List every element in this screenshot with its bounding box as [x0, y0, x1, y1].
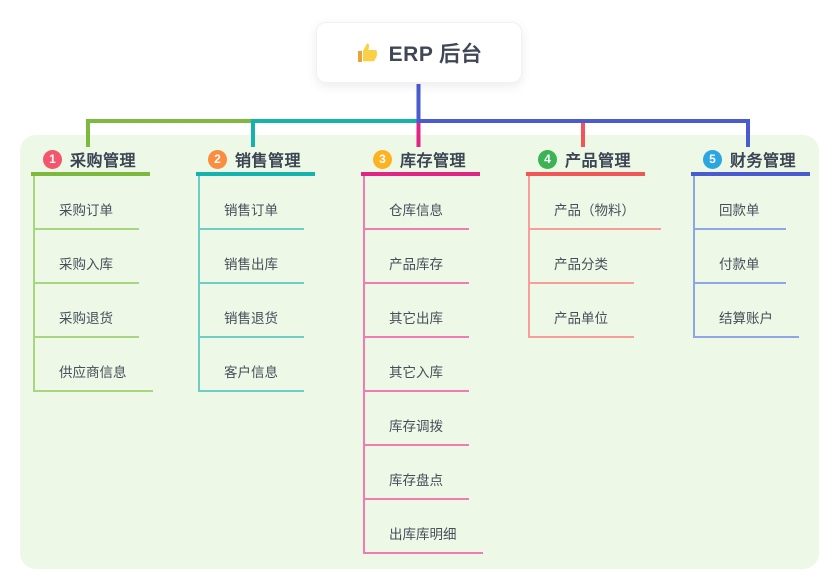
child-row: 产品（物料） [530, 176, 661, 230]
child-node[interactable]: 回款单 [695, 199, 786, 230]
branch-connector-5 [420, 119, 750, 147]
branch-3: 3 库存管理仓库信息产品库存其它出库其它入库库存调拨库存盘点出库库明细 [361, 146, 483, 554]
root-node-erp[interactable]: ERP 后台 [316, 22, 522, 83]
child-row: 产品库存 [365, 230, 483, 284]
child-node[interactable]: 采购入库 [35, 253, 139, 284]
child-node[interactable]: 其它入库 [365, 361, 469, 392]
branch-number-badge: 1 [43, 149, 62, 169]
branch-children: 回款单付款单结算账户 [693, 176, 810, 338]
branch-node-3[interactable]: 3 库存管理 [361, 146, 480, 176]
child-node[interactable]: 出库库明细 [365, 523, 483, 554]
branch-number-badge: 5 [703, 149, 722, 169]
child-node[interactable]: 结算账户 [695, 307, 799, 338]
child-node[interactable]: 付款单 [695, 253, 786, 284]
branch-number-badge: 2 [208, 149, 227, 169]
child-node[interactable]: 供应商信息 [35, 361, 153, 392]
child-row: 采购订单 [35, 176, 153, 230]
branch-5: 5 财务管理回款单付款单结算账户 [691, 146, 810, 338]
branch-connector-4 [420, 119, 585, 147]
branch-number-badge: 4 [538, 149, 557, 169]
child-row: 结算账户 [695, 284, 810, 338]
branch-children: 销售订单销售出库销售退货客户信息 [198, 176, 315, 392]
child-row: 回款单 [695, 176, 810, 230]
child-row: 销售出库 [200, 230, 315, 284]
branch-title: 采购管理 [70, 153, 137, 170]
branch-node-2[interactable]: 2 销售管理 [196, 146, 315, 176]
child-row: 销售退货 [200, 284, 315, 338]
child-node[interactable]: 采购退货 [35, 307, 139, 338]
branch-node-5[interactable]: 5 财务管理 [691, 146, 810, 176]
child-row: 其它入库 [365, 338, 483, 392]
child-node[interactable]: 客户信息 [200, 361, 304, 392]
branch-4: 4 产品管理产品（物料） 产品分类产品单位 [526, 146, 661, 338]
child-node[interactable]: 销售订单 [200, 199, 304, 230]
child-row: 采购退货 [35, 284, 153, 338]
branch-title: 库存管理 [400, 153, 467, 170]
branch-title: 产品管理 [565, 153, 632, 170]
child-node[interactable]: 库存调拨 [365, 415, 469, 446]
branch-children: 采购订单采购入库采购退货供应商信息 [33, 176, 153, 392]
child-node[interactable]: 销售退货 [200, 307, 304, 338]
child-node[interactable]: 产品（物料） [530, 199, 661, 230]
child-node[interactable]: 产品库存 [365, 253, 469, 284]
child-row: 付款单 [695, 230, 810, 284]
child-row: 库存盘点 [365, 446, 483, 500]
child-node[interactable]: 仓库信息 [365, 199, 469, 230]
child-row: 销售订单 [200, 176, 315, 230]
child-node[interactable]: 产品单位 [530, 307, 634, 338]
branch-1: 1 采购管理采购订单采购入库采购退货供应商信息 [31, 146, 153, 392]
child-row: 产品单位 [530, 284, 661, 338]
child-row: 采购入库 [35, 230, 153, 284]
branch-node-1[interactable]: 1 采购管理 [31, 146, 150, 176]
branch-node-4[interactable]: 4 产品管理 [526, 146, 645, 176]
child-node[interactable]: 库存盘点 [365, 469, 469, 500]
thumbs-up-icon [357, 43, 377, 62]
branch-title: 财务管理 [730, 153, 797, 170]
branch-title: 销售管理 [235, 153, 302, 170]
child-row: 出库库明细 [365, 500, 483, 554]
branch-children: 产品（物料） 产品分类产品单位 [528, 176, 661, 338]
child-row: 仓库信息 [365, 176, 483, 230]
child-row: 库存调拨 [365, 392, 483, 446]
child-row: 产品分类 [530, 230, 661, 284]
branch-number-badge: 3 [373, 149, 392, 169]
root-node-title: ERP 后台 [388, 42, 483, 66]
child-node[interactable]: 采购订单 [35, 199, 139, 230]
mindmap-background-panel [20, 135, 819, 569]
child-node[interactable]: 其它出库 [365, 307, 469, 338]
child-row: 客户信息 [200, 338, 315, 392]
child-node[interactable]: 产品分类 [530, 253, 634, 284]
child-row: 供应商信息 [35, 338, 153, 392]
child-row: 其它出库 [365, 284, 483, 338]
branch-2: 2 销售管理销售订单销售出库销售退货客户信息 [196, 146, 315, 392]
branch-connector-2 [251, 119, 420, 147]
child-node[interactable]: 销售出库 [200, 253, 304, 284]
branch-children: 仓库信息产品库存其它出库其它入库库存调拨库存盘点出库库明细 [363, 176, 483, 554]
